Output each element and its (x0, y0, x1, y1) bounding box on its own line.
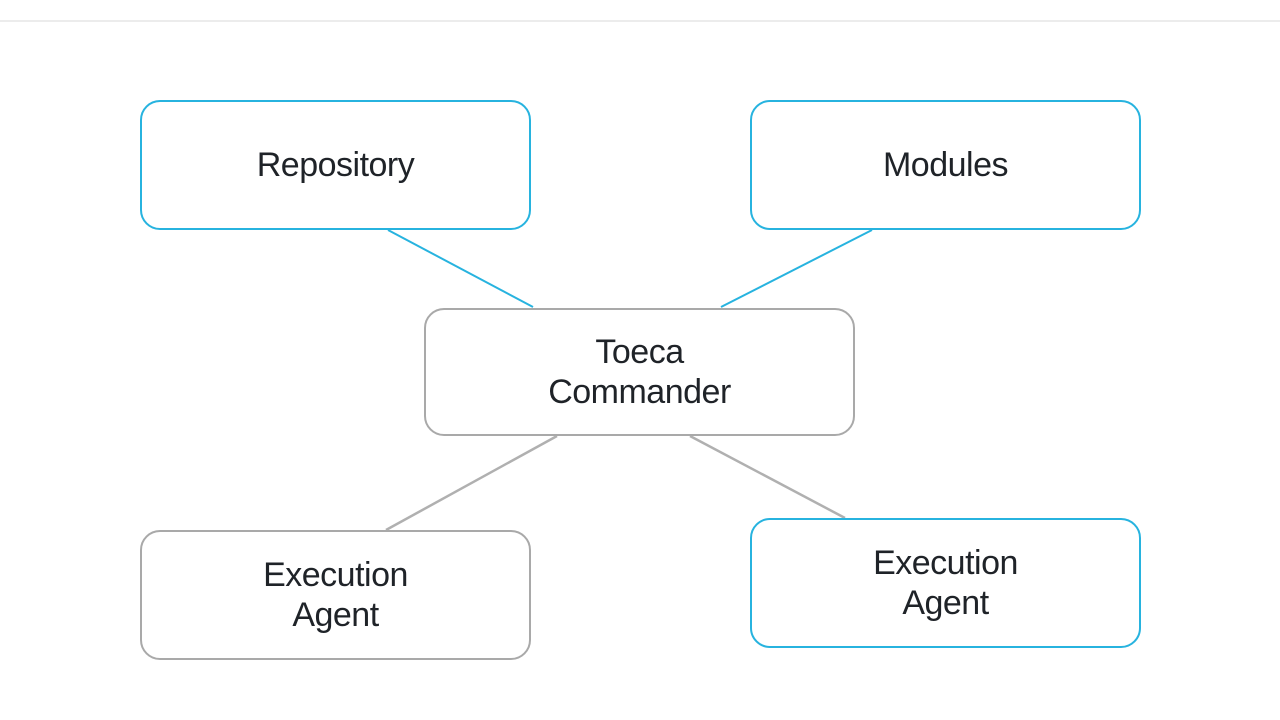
node-center-label: Toeca Commander (548, 333, 731, 411)
node-execution-agent-right[interactable]: Execution Agent (750, 518, 1141, 648)
edge-center-execution-right (689, 434, 846, 520)
node-execution-agent-right-label: Execution Agent (873, 544, 1018, 622)
node-execution-agent-left[interactable]: Execution Agent (140, 530, 531, 660)
node-modules[interactable]: Modules (750, 100, 1141, 230)
node-execution-agent-left-label: Execution Agent (263, 556, 408, 634)
edge-center-execution-left (385, 434, 558, 532)
node-modules-label: Modules (882, 146, 1009, 184)
node-repository-label: Repository (256, 146, 415, 184)
top-bar (0, 0, 1280, 22)
node-center[interactable]: Toeca Commander (424, 308, 855, 436)
edge-modules-center (720, 229, 873, 308)
node-repository[interactable]: Repository (140, 100, 531, 230)
edge-repository-center (387, 229, 534, 308)
